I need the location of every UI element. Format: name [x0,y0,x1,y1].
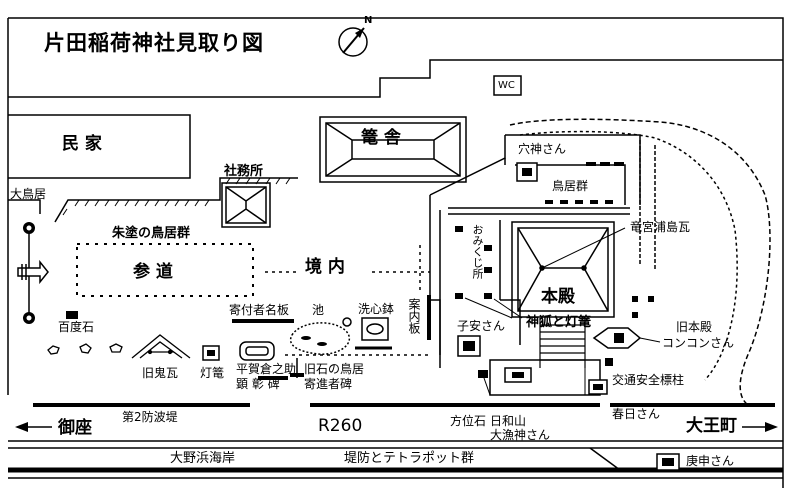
anagami-shrine [516,162,538,182]
kasuga-label: 春日さん [612,407,661,421]
senshinbachi-basin [361,317,389,341]
toro-lantern [202,345,220,361]
kyuonigawara-stones [47,334,191,359]
lower-enclosure [489,359,601,396]
kagosha-building [319,116,467,183]
oshimori-label: 大鳥居 [10,187,47,201]
ryugu-label: 竜宮浦島瓦 [630,220,691,234]
hoiseki-stone [478,370,488,378]
shunuri-label: 朱塗の鳥居群 [112,226,191,241]
hyakudoishi-stone [66,311,78,319]
kyuishi-label: 旧石の鳥居 [304,362,365,376]
torii-cluster [545,162,624,204]
map-frame [8,17,784,488]
boha-label: 第2防波堤 [122,410,178,424]
road-r260 [8,422,783,449]
konkon-markers [632,296,654,318]
route-label: R260 [318,416,363,436]
konkon-label: コンコンさん [662,336,735,350]
shinko-label: 神狐と灯篭 [526,315,592,330]
tetra-label: 堤防とテトラポット群 [344,451,475,466]
map-title: 片田稲荷神社見取り図 [44,31,264,55]
hiragakura-label: 平賀倉之助 [236,362,297,376]
koyasu-shrine [457,335,481,357]
compass-icon [338,27,368,57]
annaiban-label: 案内板 [407,298,421,334]
shinko-lanterns [455,226,492,299]
kagosha-label: 篭 舎 [361,128,401,148]
entrance-markers [17,222,49,324]
koyasu-label: 子安さん [457,319,506,333]
kifusha-board [232,319,294,323]
kishinsha-label: 寄進者碑 [304,377,353,391]
omikuji-label: おみくじ所 [471,224,484,279]
kotsu-label: 交通安全標柱 [612,373,685,387]
tetrapod-seawall [8,447,783,479]
anagami-label: 穴神さん [518,142,567,156]
torii-gate-row [76,243,254,297]
boundary-wall [8,59,783,98]
sando-label: 参 道 [133,262,173,282]
keidai-label: 境 内 [305,257,345,277]
senshinbachi-label: 洗心鉢 [358,302,395,316]
honden-building [511,221,615,318]
hiyoriyama-label: 日和山 [490,414,527,428]
kasuga-shrine [588,379,608,395]
ike-label: 池 [312,303,325,317]
kenshohi-label: 顕 彰 碑 [236,377,280,391]
kotsu-post [605,358,613,366]
compass-north: N [364,15,373,26]
kyuonigawara-label: 旧鬼瓦 [142,366,179,380]
kenshohi-stone [239,341,275,361]
wc-label: WC [498,80,515,91]
toro-label: 灯篭 [200,366,225,380]
honden-label: 本殿 [541,287,575,307]
wc-box [493,75,522,96]
minka-label: 民 家 [62,134,102,154]
hatched-wall [8,177,298,223]
kifusha-label: 寄付者名板 [229,303,290,317]
kaigan-label: 大野浜海岸 [170,451,236,466]
minka-block [8,114,191,179]
tairyo-label: 大漁神さん [490,428,551,442]
toriigun-label: 鳥居群 [552,179,589,193]
hoiseki-label: 方位石 [450,414,487,428]
tairyo-shrine [504,367,532,383]
kyuhonden-label: 旧本殿 [676,320,713,334]
pond [289,317,352,355]
annaiban-board [427,295,431,340]
daiocho-label: 大王町 [686,416,737,436]
hyakudoishi-label: 百度石 [58,320,95,334]
koshin-label: 庚申さん [686,454,735,468]
shamusho-label: 社務所 [224,164,264,179]
shamusho-building [221,182,271,228]
koshin-shrine [656,453,680,471]
shrine-inner-wall [429,134,641,368]
gosa-label: 御座 [58,418,92,438]
